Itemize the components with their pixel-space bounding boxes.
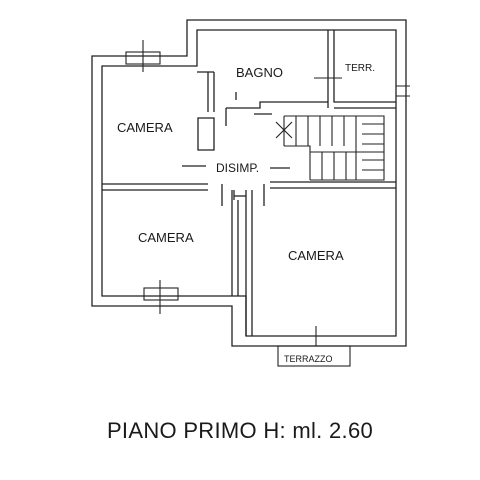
room-label-camera-bottom-left: CAMERA — [138, 230, 194, 245]
room-label-disimp: DISIMP. — [216, 161, 259, 175]
room-label-terr: TERR. — [345, 63, 375, 74]
plan-caption: PIANO PRIMO H: ml. 2.60 — [106, 418, 374, 443]
room-labels: CAMERA BAGNO TERR. DISIMP. CAMERA CAMERA… — [117, 63, 375, 364]
room-label-camera-right: CAMERA — [288, 248, 344, 263]
windows — [125, 40, 410, 367]
room-label-camera-top-left: CAMERA — [117, 120, 173, 135]
room-label-terrazzo: TERRAZZO — [284, 354, 333, 364]
walls — [91, 19, 407, 347]
staircase — [275, 115, 385, 181]
room-label-bagno: BAGNO — [236, 65, 283, 80]
